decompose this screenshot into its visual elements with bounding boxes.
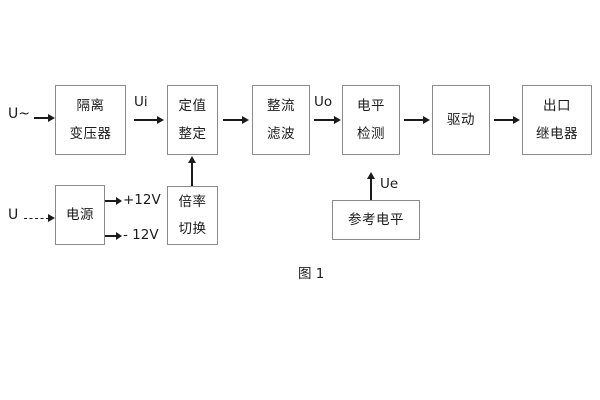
arrow-dc-input-to-power-supply [24,213,55,223]
arrow-shaft [34,117,49,119]
arrow-multiplier-switch-to-setting-value [187,156,197,186]
arrow-head [48,114,55,122]
arrow-shaft [134,119,158,121]
uo-signal-label: Uo [314,94,333,110]
arrow-head [48,214,55,222]
arrow-shaft [105,235,117,237]
arrow-rectify-filter-to-level-detect [314,115,341,125]
block-rectify-filter-line2: 滤波 [267,125,295,142]
arrow-head [423,116,430,124]
block-rectify-filter-line1: 整流 [267,98,295,115]
block-isolation-transformer: 隔离 变压器 [55,85,126,155]
arrow-power-supply-negative-rail [105,231,122,241]
dc-input-label: U [8,207,19,223]
block-setting-value-line2: 整定 [178,125,207,142]
arrow-shaft [494,119,514,121]
arrow-head [188,156,196,163]
arrow-ac-input-to-isolation-transformer [34,113,55,123]
arrow-power-supply-positive-rail [105,196,122,206]
block-level-detect-line1: 电平 [357,98,385,115]
ui-signal-label: Ui [134,94,148,110]
figure-caption: 图 1 [298,266,325,282]
arrow-drive-to-output-relay [494,115,520,125]
block-output-relay-line1: 出口 [543,98,571,115]
arrow-setting-value-to-rectify-filter [223,115,249,125]
arrow-head [116,232,122,240]
arrow-head [513,116,520,124]
block-level-detect-line2: 检测 [357,125,385,142]
arrow-head [367,172,375,179]
block-isolation-transformer-line1: 隔离 [76,98,105,115]
arrow-level-detect-to-drive [404,115,430,125]
ac-input-label: U~ [8,106,30,122]
arrow-shaft [404,119,424,121]
arrow-shaft [105,200,117,202]
block-rectify-filter: 整流 滤波 [252,85,310,155]
arrow-isolation-transformer-to-setting-value [134,115,164,125]
block-drive: 驱动 [432,85,490,155]
block-multiplier-switch-line2: 切换 [178,221,207,237]
block-power-supply-line1: 电源 [66,206,94,223]
arrow-head [242,116,249,124]
block-drive-line1: 驱动 [447,111,475,128]
ue-signal-label: Ue [380,176,399,192]
arrow-head [116,197,122,205]
block-setting-value: 定值 整定 [167,85,218,155]
block-level-detect: 电平 检测 [342,85,400,155]
positive-rail-label: +12V [123,192,161,208]
block-isolation-transformer-line2: 变压器 [69,125,112,142]
arrow-head [157,116,164,124]
block-power-supply: 电源 [55,185,105,245]
arrow-reference-level-to-level-detect [366,172,376,200]
arrow-shaft [191,162,193,186]
negative-rail-label: - 12V [123,227,159,243]
arrow-shaft [223,119,243,121]
block-setting-value-line1: 定值 [178,98,207,115]
block-multiplier-switch: 倍率 切换 [167,186,218,245]
block-output-relay: 出口 继电器 [522,85,592,155]
block-reference-level-line1: 参考电平 [348,211,404,228]
arrow-shaft [314,119,335,121]
arrow-shaft [370,178,372,200]
block-multiplier-switch-line1: 倍率 [178,193,207,210]
block-output-relay-line2: 继电器 [536,125,578,142]
arrow-shaft [24,217,49,219]
block-reference-level: 参考电平 [332,200,420,240]
arrow-head [334,116,341,124]
